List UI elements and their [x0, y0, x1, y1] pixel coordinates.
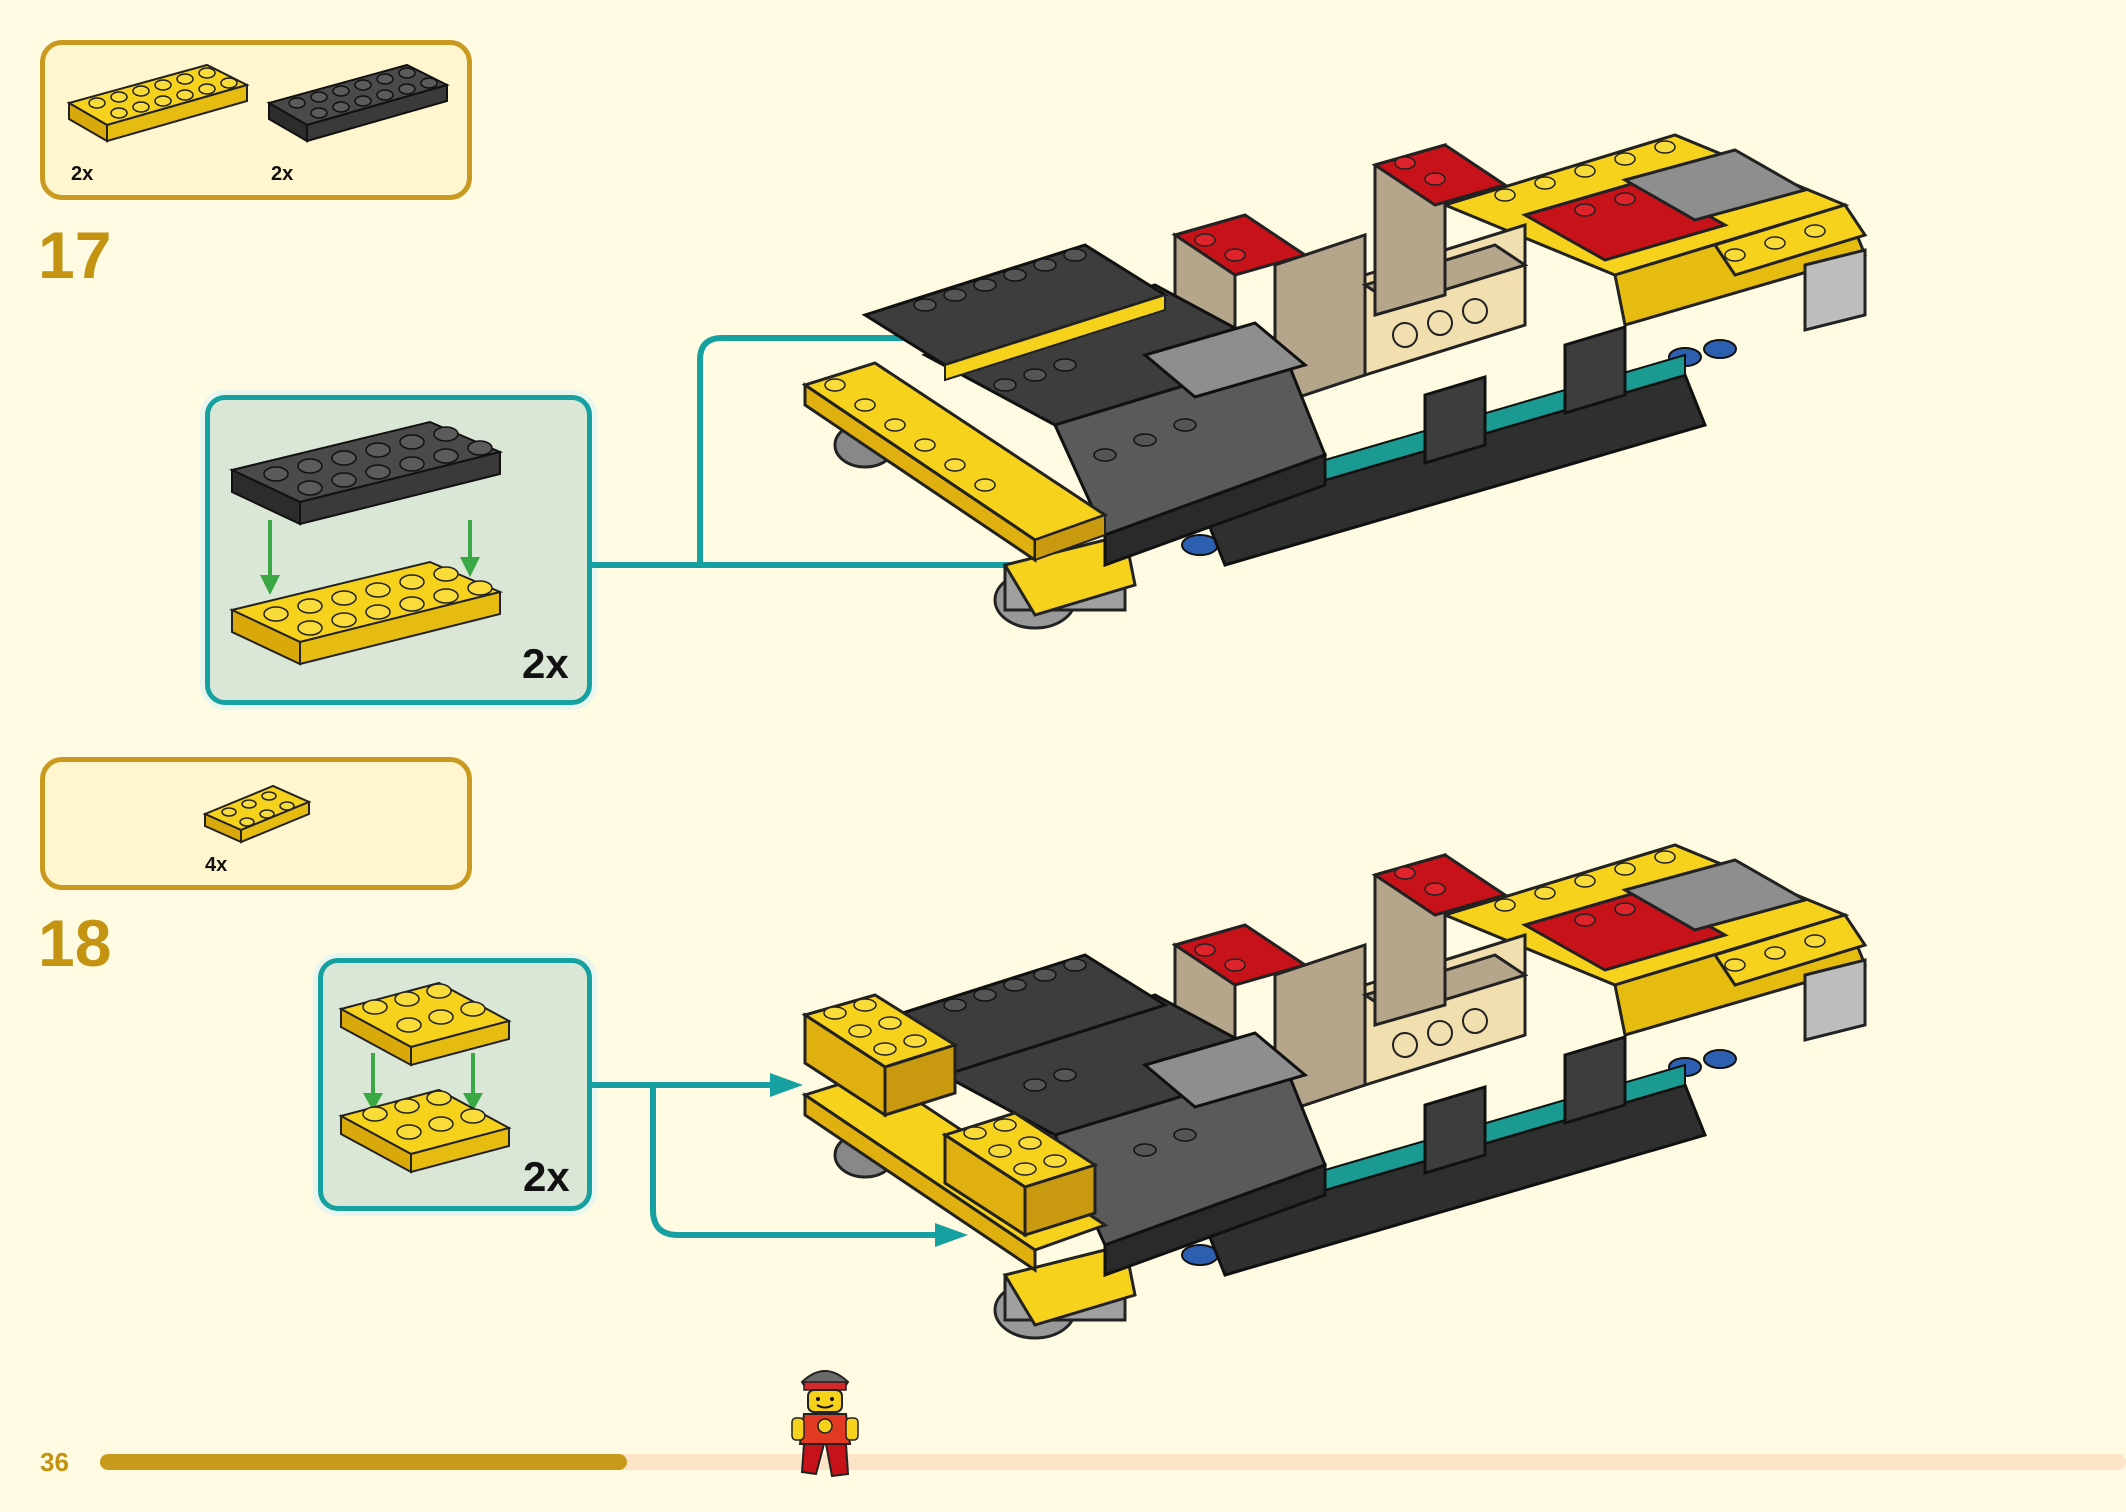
- sub-assembly-callout-17: 2x: [205, 395, 592, 705]
- plate-2x3-yellow-icon: [202, 784, 312, 844]
- plate-2x6-black-icon: [229, 420, 504, 526]
- progress-track: [100, 1454, 2126, 1470]
- parts-list-step-17: 2x 2x: [40, 40, 472, 200]
- callout-qty-18: 2x: [523, 1153, 570, 1200]
- step-number-17: 17: [38, 218, 112, 292]
- part-qty-yellow-plate-2x3: 4x: [205, 854, 228, 876]
- part-qty-black-plate: 2x: [271, 163, 294, 185]
- down-arrow-icon: [363, 1053, 483, 1111]
- plate-2x3-yellow-icon: [338, 1088, 512, 1174]
- step-number-18: 18: [38, 906, 112, 980]
- parts-list-step-18: 4x: [40, 757, 472, 890]
- plate-2x6-yellow-icon: [229, 560, 504, 666]
- progress-fill: [100, 1454, 627, 1470]
- page-number: 36: [40, 1447, 69, 1477]
- sub-assembly-callout-18: 2x: [318, 958, 592, 1211]
- plate-2x3-yellow-icon: [338, 981, 512, 1067]
- callout-qty-17: 2x: [522, 640, 569, 687]
- part-qty-yellow-plate: 2x: [71, 163, 94, 185]
- plate-2x6-black-icon: [266, 63, 450, 143]
- vehicle-model-step-17: [801, 133, 1868, 630]
- vehicle-model-step-18: [801, 843, 1868, 1340]
- plate-2x6-yellow-icon: [66, 63, 250, 143]
- minifigure-mascot-icon: [791, 1370, 859, 1478]
- down-arrow-icon: [260, 520, 480, 595]
- placement-arrow-18: [592, 1073, 968, 1247]
